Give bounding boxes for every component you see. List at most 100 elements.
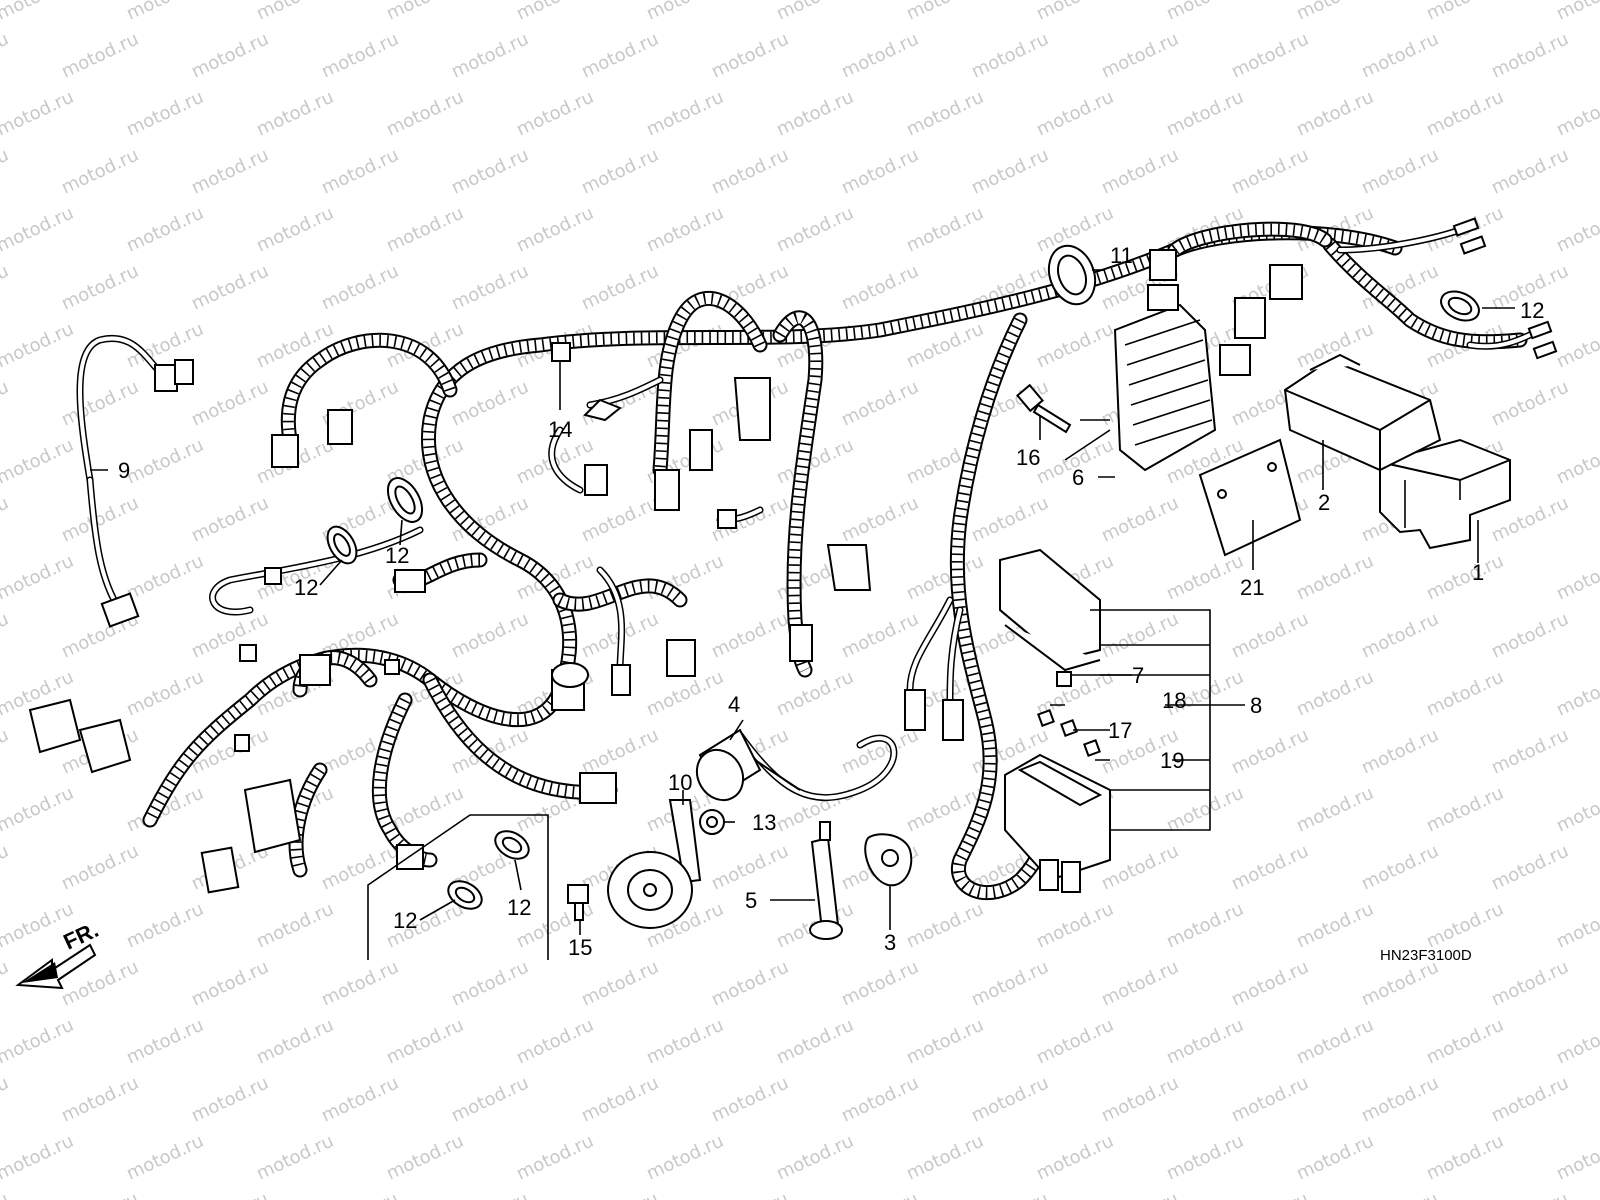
callout-10: 10 <box>668 770 692 795</box>
watermark-text: motod.ru <box>318 145 402 199</box>
watermark-text: motod.ru <box>1098 1073 1182 1127</box>
watermark-text: motod.ru <box>968 957 1052 1011</box>
watermark-text: motod.ru <box>643 87 727 141</box>
watermark-text: motod.ru <box>448 377 532 431</box>
part-10-horn <box>607 799 702 929</box>
callout-12-left-lower: 12 <box>294 575 318 600</box>
watermark-text: motod.ru <box>903 1015 987 1069</box>
watermark-text: motod.ru <box>188 493 272 547</box>
watermark-text: motod.ru <box>1293 783 1377 837</box>
watermark-text: motod.ru <box>1488 725 1572 779</box>
harness-segment <box>290 766 325 872</box>
watermark-text: motod.ru <box>0 377 12 431</box>
watermark-text: motod.ru <box>58 29 142 83</box>
harness-segment <box>1169 223 1331 256</box>
watermark-text: motod.ru <box>708 841 792 895</box>
watermark-text: motod.ru <box>0 29 12 83</box>
watermark-text: motod.ru <box>1228 1189 1312 1200</box>
watermark-text: motod.ru <box>513 1015 597 1069</box>
watermark-text: motod.ru <box>0 493 12 547</box>
watermark-text: motod.ru <box>1098 493 1182 547</box>
callout-17: 17 <box>1108 718 1132 743</box>
watermark-text: motod.ru <box>1033 319 1117 373</box>
watermark-text: motod.ru <box>188 609 272 663</box>
callout-11: 11 <box>1110 243 1133 268</box>
watermark-text: motod.ru <box>578 29 662 83</box>
watermark-text: motod.ru <box>773 435 857 489</box>
watermark-text: motod.ru <box>838 957 922 1011</box>
watermark-text: motod.ru <box>838 29 922 83</box>
watermark-text: motod.ru <box>1033 1131 1117 1185</box>
watermark-text: motod.ru <box>0 0 77 25</box>
inset-frame <box>367 814 549 960</box>
watermark-text: motod.ru <box>0 145 12 199</box>
watermark-text: motod.ru <box>58 1073 142 1127</box>
watermark-text: motod.ru <box>1423 783 1507 837</box>
watermark-text: motod.ru <box>318 1189 402 1200</box>
watermark-text: motod.ru <box>0 203 77 257</box>
watermark-text: motod.ru <box>1163 551 1247 605</box>
watermark-text: motod.ru <box>903 203 987 257</box>
part-14-bolt <box>551 342 622 422</box>
watermark-text: motod.ru <box>513 87 597 141</box>
watermark-text: motod.ru <box>58 1189 142 1200</box>
watermark-text: motod.ru <box>448 609 532 663</box>
part-21-mounting-plate <box>1198 438 1302 557</box>
watermark-text: motod.ru <box>448 957 532 1011</box>
watermark-text: motod.ru <box>1293 1131 1377 1185</box>
watermark-text: motod.ru <box>903 0 987 25</box>
watermark-text: motod.ru <box>0 783 77 837</box>
watermark-text: motod.ru <box>383 203 467 257</box>
callout-2: 2 <box>1318 490 1330 515</box>
harness-segment <box>654 293 766 476</box>
watermark-text: motod.ru <box>1488 377 1572 431</box>
harness-segment <box>951 314 1051 899</box>
callout-5: 5 <box>745 888 757 913</box>
watermark-text: motod.ru <box>773 0 857 25</box>
thin-wire-segment <box>78 336 172 482</box>
watermark-text: motod.ru <box>708 1073 792 1127</box>
watermark-text: motod.ru <box>0 261 12 315</box>
watermark-text: motod.ru <box>448 29 532 83</box>
watermark-text: motod.ru <box>1163 0 1247 25</box>
harness-segment <box>282 334 456 441</box>
watermark-text: motod.ru <box>448 261 532 315</box>
watermark-text: motod.ru <box>123 1131 207 1185</box>
watermark-text: motod.ru <box>123 551 207 605</box>
part-4-socket <box>695 728 801 802</box>
watermark-text: motod.ru <box>383 1131 467 1185</box>
part-5-sensor <box>809 821 843 940</box>
watermark-text: motod.ru <box>1293 551 1377 605</box>
watermark-text: motod.ru <box>0 1015 77 1069</box>
watermark-text: motod.ru <box>773 667 857 721</box>
watermark-text: motod.ru <box>1423 1015 1507 1069</box>
watermark-text: motod.ru <box>0 1073 12 1127</box>
watermark-text: motod.ru <box>1228 29 1312 83</box>
watermark-text: motod.ru <box>773 1131 857 1185</box>
watermark-text: motod.ru <box>838 493 922 547</box>
watermark-text: motod.ru <box>0 87 77 141</box>
watermark-text: motod.ru <box>58 145 142 199</box>
watermark-text: motod.ru <box>643 1131 727 1185</box>
watermark-text: motod.ru <box>188 1073 272 1127</box>
watermark-text: motod.ru <box>1553 667 1600 721</box>
watermark-text: motod.ru <box>58 261 142 315</box>
watermark-text: motod.ru <box>708 1189 792 1200</box>
watermark-text: motod.ru <box>1293 87 1377 141</box>
callout-12-top-right: 12 <box>1520 298 1544 323</box>
watermark-text: motod.ru <box>1033 899 1117 953</box>
watermark-text: motod.ru <box>0 957 12 1011</box>
watermark-text: motod.ru <box>1488 29 1572 83</box>
watermark-text: motod.ru <box>1553 203 1600 257</box>
watermark-text: motod.ru <box>838 725 922 779</box>
watermark-text: motod.ru <box>123 435 207 489</box>
watermark-text: motod.ru <box>1488 145 1572 199</box>
watermark-text: motod.ru <box>123 899 207 953</box>
watermark-text: motod.ru <box>253 203 337 257</box>
thin-wire-segment <box>948 608 962 702</box>
thin-wire-segment <box>210 528 422 614</box>
thin-wire-segment <box>1338 228 1462 252</box>
thin-wire-segment <box>549 428 582 492</box>
watermark-text: motod.ru <box>1553 899 1600 953</box>
watermark-text: motod.ru <box>58 377 142 431</box>
